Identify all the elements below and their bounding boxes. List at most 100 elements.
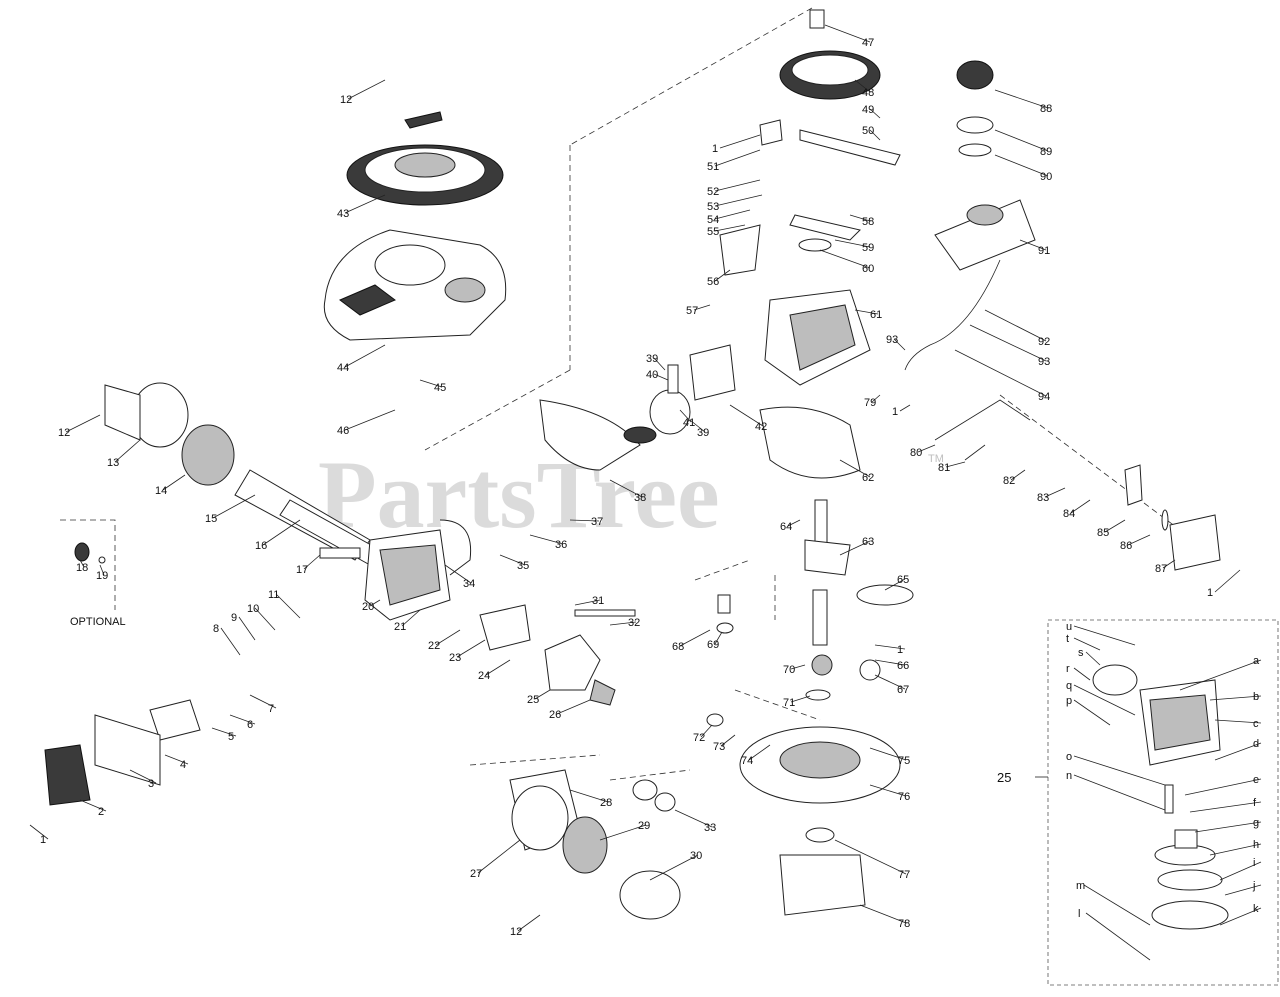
callout-leader-15 (212, 494, 256, 519)
callout-40: 40 (646, 369, 658, 381)
callout-leader-39 (653, 357, 666, 371)
callout-e: e (1253, 774, 1259, 786)
callout-leader-r (1073, 667, 1091, 681)
callout-leader-75 (869, 747, 907, 761)
callout-58: 58 (862, 216, 874, 228)
callout-14: 14 (155, 485, 167, 497)
callout-d: d (1253, 738, 1259, 750)
callout-t: t (1066, 633, 1069, 645)
callout-leader-93 (893, 338, 906, 351)
callout-leader-d (1214, 742, 1262, 761)
callout-u: u (1066, 621, 1072, 633)
callout-74: 74 (741, 755, 753, 767)
watermark-trademark: TM (928, 453, 944, 465)
callout-53: 53 (707, 201, 719, 213)
callout-61: 61 (870, 309, 882, 321)
callout-g: g (1253, 817, 1259, 829)
assembly-guide-lines (60, 7, 1221, 781)
callout-63: 63 (862, 536, 874, 548)
callout-79: 79 (864, 397, 876, 409)
callout-leader-68 (679, 629, 711, 647)
callout-leader-54 (714, 209, 751, 220)
callout-leader-k (1219, 907, 1262, 926)
callout-83: 83 (1037, 492, 1049, 504)
callout-leader-51 (714, 149, 761, 167)
callout-leader-23 (456, 639, 486, 658)
callout-leader-79 (871, 394, 881, 403)
callout-24: 24 (478, 670, 490, 682)
callout-r: r (1066, 663, 1070, 675)
callout-55: 55 (707, 226, 719, 238)
callout-leader-45 (419, 379, 443, 388)
callout-34: 34 (463, 578, 475, 590)
callout-j: j (1252, 880, 1255, 892)
callout-s: s (1078, 647, 1084, 659)
callout-leader-31 (574, 599, 601, 606)
callout-56: 56 (707, 276, 719, 288)
callout-leader-35 (499, 554, 526, 566)
callout-73: 73 (713, 741, 725, 753)
callout-leader-62 (839, 459, 871, 478)
callout-leader-h (1209, 843, 1262, 856)
callout-leader-12 (65, 414, 101, 433)
callout-leader-48 (854, 79, 871, 93)
callout-leader-41 (679, 409, 692, 423)
callout-leader-30 (649, 854, 699, 881)
callout-27: 27 (470, 868, 482, 880)
crankshaft-group (739, 499, 914, 916)
callout-leader-72 (700, 724, 713, 738)
callout-p: p (1066, 695, 1072, 707)
callout-leader-37 (569, 519, 600, 522)
callout-21: 21 (394, 621, 406, 633)
callout-89: 89 (1040, 146, 1052, 158)
callout-52: 52 (707, 186, 719, 198)
callout-12: 12 (58, 427, 70, 439)
callout-64: 64 (780, 521, 792, 533)
callout-13: 13 (107, 457, 119, 469)
callout-1: 1 (712, 143, 718, 155)
callout-65: 65 (897, 574, 909, 586)
callout-93: 93 (886, 334, 898, 346)
callout-leader-o (1073, 755, 1166, 786)
callout-72: 72 (693, 732, 705, 744)
callout-q: q (1066, 680, 1072, 692)
callout-leader-85 (1104, 519, 1126, 533)
callout-leader-36 (529, 534, 564, 545)
callout-50: 50 (862, 125, 874, 137)
callout-leader-44 (344, 344, 386, 368)
callout-leader-q (1073, 684, 1136, 716)
callout-22: 22 (428, 640, 440, 652)
callout-leader-17 (303, 554, 321, 570)
callout-leader-19 (99, 564, 105, 576)
callout-17: 17 (296, 564, 308, 576)
callout-leader-g (1194, 821, 1262, 833)
callout-leader-u (1073, 625, 1136, 646)
callout-b: b (1253, 691, 1259, 703)
callout-leader-89 (994, 129, 1049, 152)
callout-leader-39 (689, 419, 706, 433)
callout-leader-j (1224, 884, 1262, 896)
flywheel-cover-group (509, 769, 681, 920)
callout-leader-3 (129, 769, 157, 784)
callout-leader-77 (834, 839, 907, 875)
callout-31: 31 (592, 595, 604, 607)
callout-leader-1 (874, 644, 906, 650)
callout-62: 62 (862, 472, 874, 484)
callout-leader-18 (79, 559, 85, 568)
callout-leader-5 (211, 727, 237, 737)
callout-leader-94 (954, 349, 1047, 397)
callout-leader-73 (720, 734, 736, 747)
callout-leader-90 (994, 154, 1049, 177)
callout-leader-86 (1127, 534, 1151, 546)
callout-26: 26 (549, 709, 561, 721)
callout-82: 82 (1003, 475, 1015, 487)
callout-48: 48 (862, 87, 874, 99)
callout-3: 3 (148, 778, 154, 790)
callout-leader-91 (1019, 239, 1047, 251)
callout-78: 78 (898, 918, 910, 930)
callout-2: 2 (98, 806, 104, 818)
callout-41: 41 (683, 417, 695, 429)
callout-10: 10 (247, 603, 259, 615)
callout-39: 39 (646, 353, 658, 365)
